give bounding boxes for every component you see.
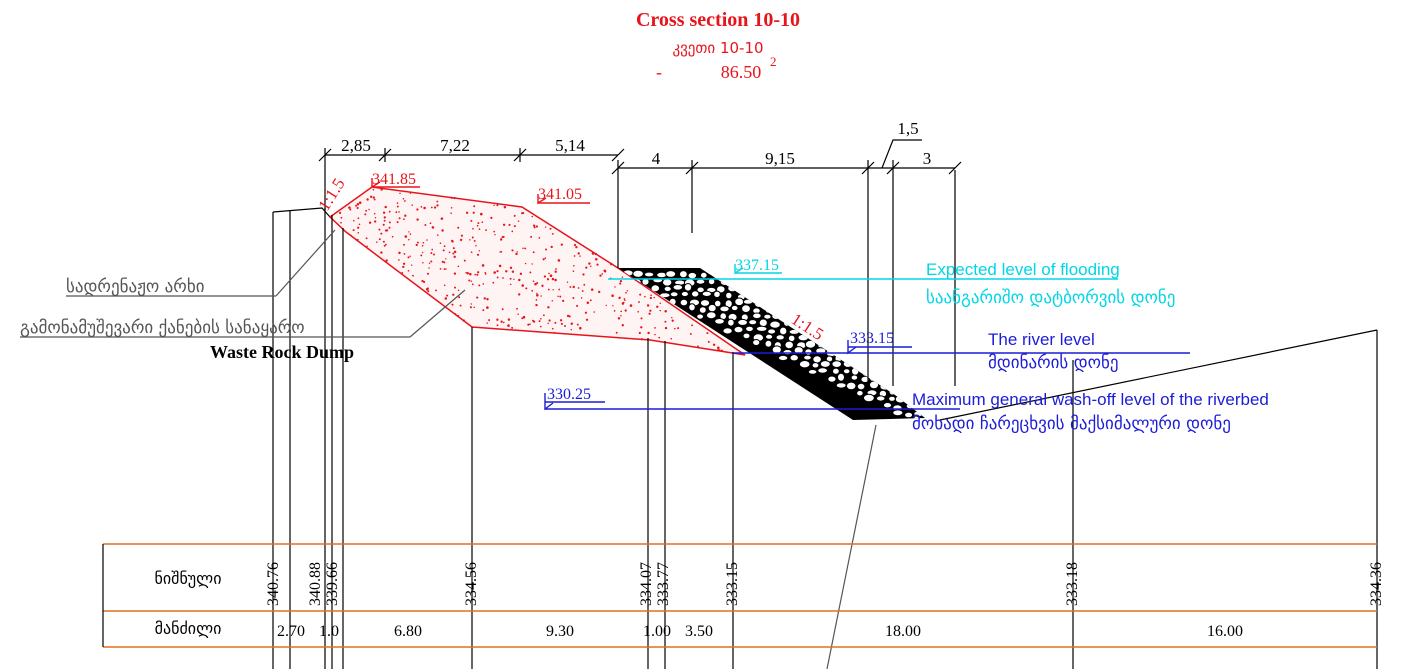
area-exponent: 2 [770,54,777,69]
dim-7-22: 7,22 [440,136,470,155]
dim-1-5: 1,5 [897,119,918,138]
table-mark-value: 334.07 [638,562,655,606]
table-mark-value: 333.15 [724,562,741,606]
area-prefix: - [656,62,662,82]
table-distance-value: 2.70 [277,623,305,640]
river-level-label: The river level [988,330,1095,349]
table-distance-value: 1.0 [319,623,339,640]
dimension-chain [318,139,962,386]
table-distances: 2.70 1.0 6.80 9.30 1.00 3.50 18.00 16.00 [277,623,1243,640]
dim-2-85: 2,85 [341,136,371,155]
dim-9-15: 9,15 [765,149,795,168]
dim-4: 4 [652,149,661,168]
washoff-level-marker [544,393,605,411]
section-title: Cross section 10-10 [636,9,800,31]
flood-level-marker [734,264,782,275]
crest-left-marker [371,178,420,189]
waste-rock-dump-label-ka: გამონამუშევარი ქანების სანაყარო [20,318,305,338]
drainage-ditch-label: სადრენაჟო არხი [66,277,205,297]
dim-3: 3 [923,149,932,168]
flood-level-elevation: 337.15 [735,257,779,274]
crest-right-marker [537,194,590,205]
ground-line [272,207,331,218]
crest-right-elevation: 341.05 [538,186,582,203]
table-distance-value: 1.00 [643,623,671,640]
table-mark-value: 339.66 [324,562,341,606]
river-level-marker [847,340,912,355]
section-subtitle: კვეთი 10-10 [672,39,763,57]
table-distance-value: 6.80 [394,623,422,640]
flood-level-label: Expected level of flooding [926,260,1120,279]
washoff-level-elevation: 330.25 [547,386,591,403]
table-distance-value: 18.00 [885,623,921,640]
table-distance-value: 3.50 [685,623,713,640]
washoff-level-label-ka: მოხადი ჩარეცხვის მაქსიმალური დონე [912,414,1231,434]
table-mark-value: 334.56 [463,562,480,606]
table-row-distance-label: მანძილი [155,619,222,638]
river-level-elevation: 333.15 [850,330,894,347]
dump-fill-dots [338,188,723,352]
area-value: 86.50 [721,62,762,82]
washoff-level-label: Maximum general wash-off level of the ri… [912,390,1269,409]
table-row-marks-label: ნიშნული [155,569,222,588]
table-mark-value: 340.76 [265,562,282,606]
river-level-label-ka: მდინარის დონე [988,353,1119,373]
waste-rock-dump-label: Waste Rock Dump [210,342,354,362]
callout-leaders [20,229,877,669]
table-mark-value: 333.18 [1064,562,1081,606]
profile-table [103,543,1377,648]
table-mark-value: 334.36 [1368,562,1385,606]
table-distance-value: 16.00 [1207,623,1243,640]
table-mark-value: 340.88 [307,562,324,606]
profile-verticals [272,160,1378,669]
table-mark-value: 333.77 [655,562,672,606]
waste-rock-dump-body [328,186,746,356]
dim-5-14: 5,14 [555,136,585,155]
table-distance-value: 9.30 [546,623,574,640]
flood-level-label-ka: საანგარიშო დატბორვის დონე [926,288,1175,308]
right-bank-line [939,329,1378,421]
crest-left-elevation: 341.85 [372,171,416,188]
